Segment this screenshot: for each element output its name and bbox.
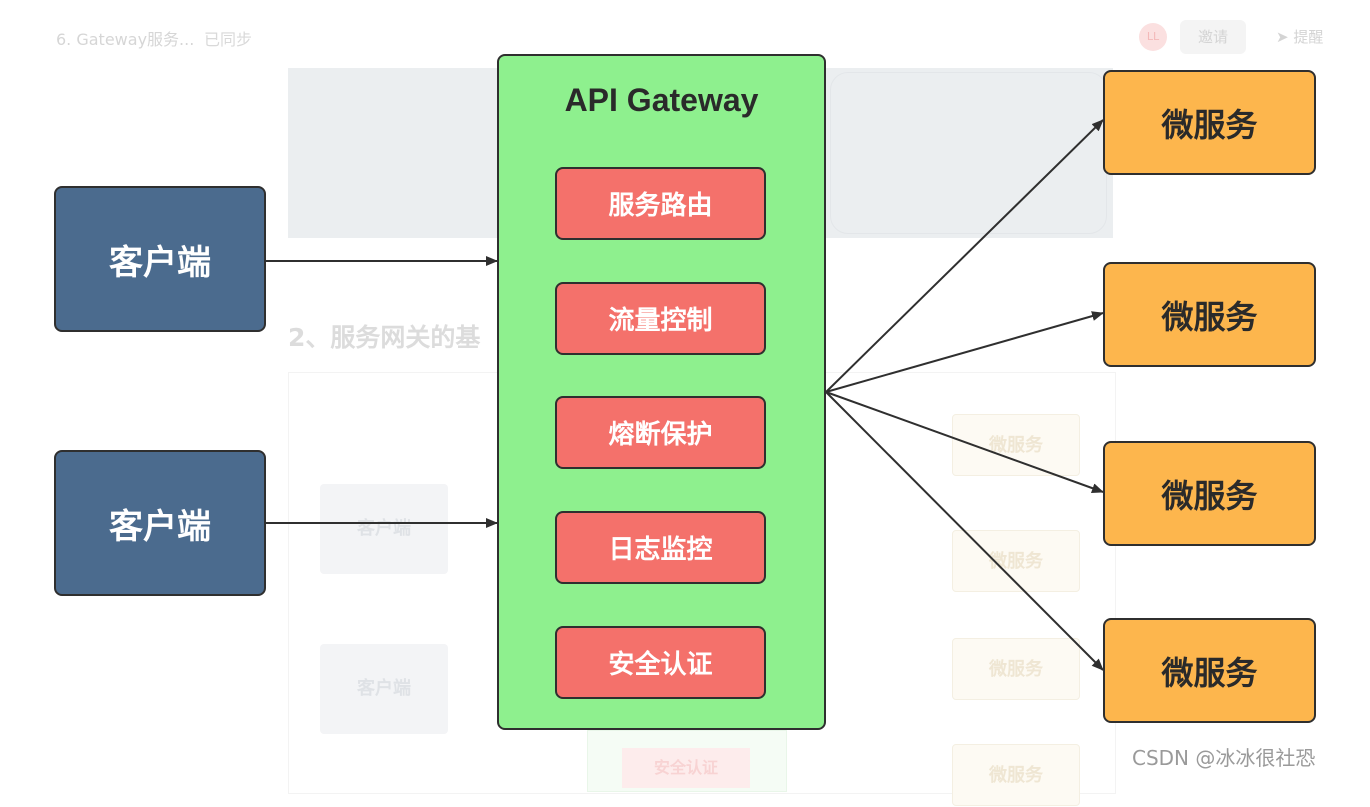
ghost-client: 客户端 xyxy=(320,484,448,574)
feature-routing: 服务路由 xyxy=(555,167,766,240)
feature-circuit-breaker: 熔断保护 xyxy=(555,396,766,469)
invite-button: 邀请 xyxy=(1180,20,1246,54)
api-gateway-box xyxy=(497,54,826,730)
microservice-box: 微服务 xyxy=(1103,70,1316,175)
ghost-microservice: 微服务 xyxy=(952,530,1080,592)
watermark: CSDN @冰冰很社恐 xyxy=(1132,746,1316,770)
ghost-client: 客户端 xyxy=(320,644,448,734)
sync-status: 已同步 xyxy=(204,30,253,49)
ghost-microservice: 微服务 xyxy=(952,638,1080,700)
background-image-frame xyxy=(830,72,1107,234)
remind-label: 提醒 xyxy=(1293,28,1324,46)
remind-button: ➤ 提醒 xyxy=(1276,26,1323,47)
avatar: LL xyxy=(1139,23,1167,51)
ghost-microservice: 微服务 xyxy=(952,414,1080,476)
doc-title: 6. Gateway服务... xyxy=(56,30,195,49)
client-box: 客户端 xyxy=(54,186,266,332)
ghost-microservice: 微服务 xyxy=(952,744,1080,806)
client-box: 客户端 xyxy=(54,450,266,596)
ghost-auth: 安全认证 xyxy=(622,748,750,788)
microservice-box: 微服务 xyxy=(1103,441,1316,546)
microservice-box: 微服务 xyxy=(1103,618,1316,723)
gateway-title: API Gateway xyxy=(564,82,759,118)
send-icon: ➤ xyxy=(1276,28,1294,46)
microservice-box: 微服务 xyxy=(1103,262,1316,367)
section-heading: 2、服务网关的基 xyxy=(288,323,481,352)
feature-traffic-control: 流量控制 xyxy=(555,282,766,355)
feature-security-auth: 安全认证 xyxy=(555,626,766,699)
feature-log-monitoring: 日志监控 xyxy=(555,511,766,584)
